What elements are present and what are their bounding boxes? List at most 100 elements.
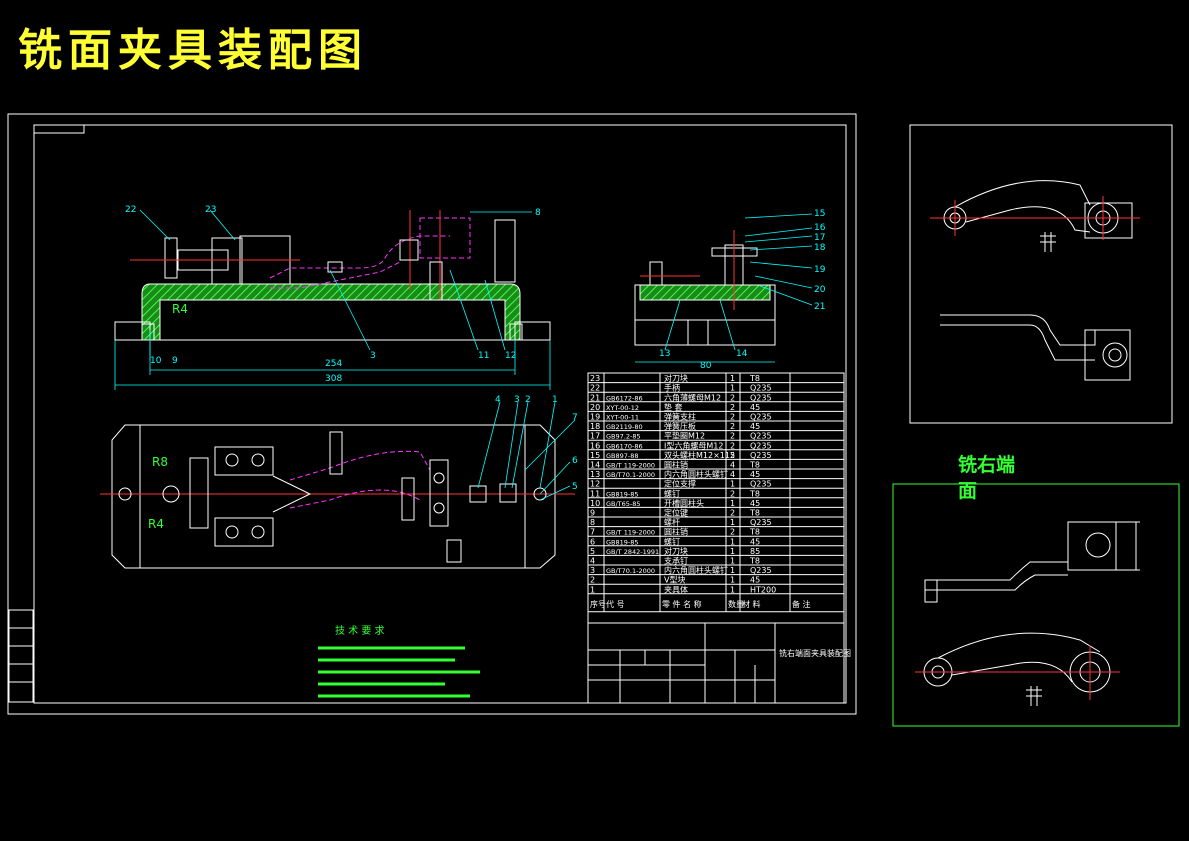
bom-cell-name: 手柄 (664, 383, 680, 393)
drawing-title: 铣面夹具装配图 (18, 25, 368, 76)
bom-cell-no: 13 (590, 470, 600, 479)
side-view: 80 15 16 17 18 19 20 21 13 14 (634, 209, 826, 371)
bom-cell-qty: 1 (730, 547, 735, 556)
bom-cell-qty: 1 (730, 566, 735, 575)
bom-cell-code: GB/T70.1-2000 (606, 567, 655, 575)
bom-cell-code: GB/T65-85 (606, 500, 641, 508)
callout-1: 1 (552, 395, 558, 405)
bom-cell-code: GB97.2-85 (606, 433, 641, 441)
bom-cell-no: 6 (590, 537, 595, 546)
bom-cell-code: GB/T70.1-2000 (606, 471, 655, 479)
bom-cell-mat: HT200 (750, 585, 776, 594)
bom-cell-mat: Q235 (750, 393, 772, 402)
bom-cell-qty: 2 (730, 403, 735, 412)
bom-cell-no: 8 (590, 518, 595, 527)
bom-cell-mat: Q235 (750, 480, 772, 489)
callout-16: 16 (814, 223, 826, 233)
bom-header-cell: 数量 (728, 599, 744, 609)
bom-cell-no: 2 (590, 576, 595, 585)
bom-cell-name: V型块 (664, 575, 685, 585)
bom-cell-no: 1 (590, 585, 595, 594)
bom-cell-code: GB/T 119-2000 (606, 529, 655, 537)
callout-3: 3 (514, 395, 520, 405)
callout-22: 22 (125, 205, 136, 215)
bom-cell-no: 17 (590, 432, 600, 441)
callout-10: 10 (150, 356, 162, 366)
tech-req-title: 技 术 要 求 (335, 624, 385, 637)
code-box (33, 124, 85, 134)
bom-header-cell: 材 料 (742, 599, 761, 609)
bom-cell-name: 夹具体 (664, 584, 688, 594)
right-end-face-view (892, 483, 1180, 727)
bom-cell-name: 双头螺柱M12×115 (664, 450, 735, 460)
bom-cell-qty: 1 (730, 480, 735, 489)
bom-cell-mat: 45 (750, 537, 760, 546)
callout-15: 15 (814, 209, 825, 219)
bom-cell-code: GB6170-86 (606, 442, 643, 450)
sheet-inner-frame (33, 124, 847, 704)
bom-cell-qty: 2 (730, 528, 735, 537)
callout-12: 12 (505, 351, 516, 361)
bom-cell-mat: Q235 (750, 566, 772, 575)
callout-23: 23 (205, 205, 216, 215)
callout-9: 9 (172, 356, 178, 366)
bom-cell-code: XYT-00-11 (606, 414, 639, 422)
callout-5: 5 (572, 482, 578, 492)
bom-cell-no: 23 (590, 374, 600, 383)
bom-cell-qty: 1 (730, 537, 735, 546)
radius-r8: R8 (152, 455, 168, 469)
bom-header-cell: 备 注 (792, 599, 811, 609)
bom-cell-name: 对刀块 (664, 373, 688, 383)
bom-cell-mat: 45 (750, 403, 760, 412)
bom-cell-mat: Q235 (750, 413, 772, 422)
bom-cell-qty: 1 (730, 374, 735, 383)
bom-cell-mat: 45 (750, 422, 760, 431)
callout-4: 4 (495, 395, 501, 405)
left-margin-strip (8, 609, 34, 703)
svg-text:80: 80 (700, 361, 712, 371)
bom-cell-no: 11 (590, 489, 600, 498)
bom-cell-mat: Q235 (750, 441, 772, 450)
bom-cell-mat: T8 (749, 557, 760, 566)
bom-cell-qty: 2 (730, 422, 735, 431)
bom-cell-mat: 45 (750, 576, 760, 585)
bom-cell-no: 7 (590, 528, 595, 537)
bom-cell-qty: 2 (730, 441, 735, 450)
bom-cell-no: 21 (590, 393, 600, 402)
callout-19: 19 (814, 265, 826, 275)
bom-cell-name: 支承钉 (664, 556, 688, 566)
bom-cell-name: 内六角圆柱头螺钉 (664, 565, 728, 575)
radius-r4-plan: R4 (148, 517, 164, 531)
bom-cell-no: 19 (590, 413, 600, 422)
callout-3-elevation: 3 (370, 351, 376, 361)
callout-8: 8 (535, 208, 541, 218)
svg-text:254: 254 (325, 359, 342, 369)
callout-11: 11 (478, 351, 489, 361)
bom-cell-name: 开槽圆柱头 (664, 498, 704, 508)
bom-cell-code: GB2119-80 (606, 423, 643, 431)
bom-cell-name: 平垫圈M12 (664, 431, 705, 441)
bom-cell-name: 垫 套 (664, 402, 683, 412)
bom-header-cell: 代 号 (606, 599, 625, 609)
bom-cell-qty: 1 (730, 384, 735, 393)
bom-cell-mat: 85 (750, 547, 760, 556)
bom-cell-qty: 2 (730, 413, 735, 422)
bom-cell-no: 5 (590, 547, 595, 556)
sheet-outer-frame (7, 113, 857, 715)
bom-cell-name: 内六角圆柱头螺钉 (664, 469, 728, 479)
bom-cell-mat: T8 (749, 374, 760, 383)
bom-cell-no: 18 (590, 422, 600, 431)
bom-cell-no: 4 (590, 557, 595, 566)
bom-cell-code: GB/T 119-2000 (606, 462, 655, 470)
bom-cell-no: 3 (590, 566, 595, 575)
bom-cell-qty: 2 (730, 432, 735, 441)
bom-cell-qty: 1 (730, 576, 735, 585)
bom-cell-name: I型六角螺母M12 (664, 440, 723, 450)
svg-text:308: 308 (325, 374, 342, 384)
workpiece-sketch (909, 124, 1173, 424)
bom-cell-qty: 4 (730, 470, 735, 479)
bom-cell-no: 14 (590, 461, 600, 470)
bom-cell-name: 螺钉 (664, 488, 680, 498)
bom-cell-qty: 2 (730, 393, 735, 402)
